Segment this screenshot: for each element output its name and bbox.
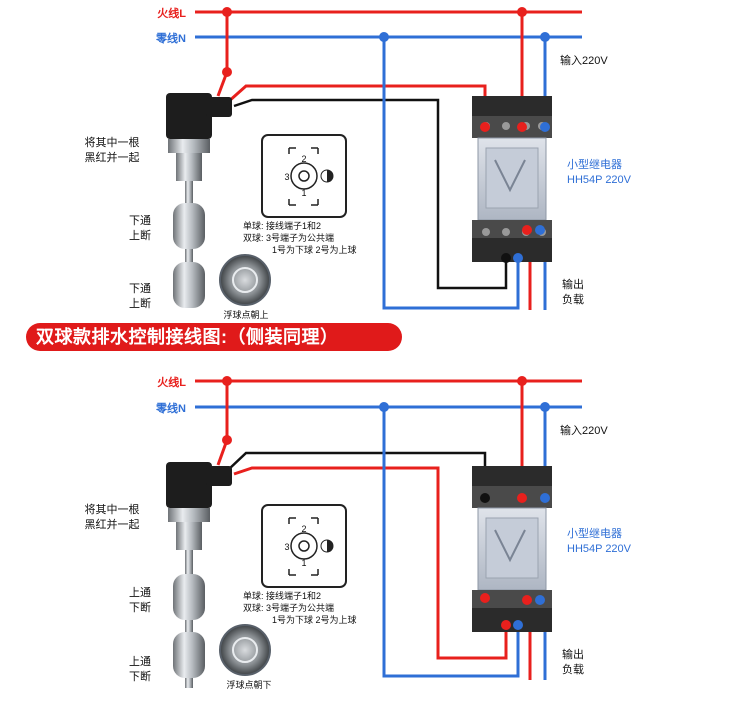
junction-dot bbox=[379, 402, 389, 412]
junction-dot bbox=[540, 32, 550, 42]
float2-label-1: 上通 bbox=[129, 655, 151, 668]
join-note-1: 将其中一根 bbox=[85, 135, 140, 149]
relay-input-label: 输入220V bbox=[560, 53, 608, 67]
pin-2-label: 2 bbox=[301, 154, 306, 164]
relay bbox=[472, 466, 552, 632]
connector-note-2: 双球: 3号端子为公共端 bbox=[243, 232, 334, 243]
junction-dot bbox=[517, 376, 527, 386]
float2-label-2: 下断 bbox=[129, 669, 151, 683]
sensor-red-to-relay bbox=[227, 84, 487, 127]
connector-note-3: 1号为下球 2号为上球 bbox=[272, 614, 357, 625]
float1-label-2: 下断 bbox=[129, 600, 151, 614]
connector-pinout bbox=[261, 134, 347, 218]
neutral-label: 零线N bbox=[155, 31, 186, 45]
neutral-down-wire bbox=[382, 407, 520, 678]
bottom-diagram: 火线L 零线N bbox=[85, 375, 632, 690]
connector-pinout bbox=[261, 504, 347, 588]
float-note: 浮球点朝下 bbox=[226, 679, 271, 690]
junction-dot bbox=[517, 7, 527, 17]
pin-1-label: 1 bbox=[301, 188, 306, 198]
float1-label-1: 上通 bbox=[129, 586, 151, 599]
relay-name: 小型继电器 bbox=[567, 157, 622, 171]
junction-dot bbox=[222, 435, 232, 445]
junction-dot bbox=[222, 376, 232, 386]
float2-label-1: 下通 bbox=[129, 282, 151, 295]
join-note-2: 黑红并一起 bbox=[85, 150, 140, 164]
pin-3-label: 3 bbox=[284, 542, 289, 552]
relay bbox=[472, 96, 552, 263]
top-diagram: 火线L 零线N bbox=[85, 6, 632, 320]
relay-input-label: 输入220V bbox=[560, 423, 608, 437]
neutral-down-wire bbox=[382, 37, 520, 310]
junction-dot bbox=[222, 67, 232, 77]
relay-model: HH54P 220V bbox=[567, 543, 632, 555]
connector-note-1: 单球: 接线端子1和2 bbox=[243, 220, 321, 231]
section-banner: 双球款排水控制接线图:（侧装同理） bbox=[26, 323, 402, 351]
float1-label-1: 下通 bbox=[129, 214, 151, 227]
sensor-black-wire bbox=[233, 98, 508, 290]
relay-name: 小型继电器 bbox=[567, 526, 622, 540]
sensor-red-to-relay bbox=[233, 466, 508, 660]
junction-dot bbox=[540, 402, 550, 412]
relay-load-label: 负载 bbox=[562, 662, 584, 676]
float-detail-lens bbox=[219, 254, 271, 306]
float-note: 浮球点朝上 bbox=[223, 309, 268, 320]
float-detail-lens bbox=[219, 624, 271, 676]
join-note-1: 将其中一根 bbox=[85, 502, 140, 516]
live-label: 火线L bbox=[157, 375, 186, 389]
pin-1-label: 1 bbox=[301, 558, 306, 568]
relay-output-label: 输出 bbox=[562, 277, 584, 291]
sensor-black-wire bbox=[227, 451, 487, 498]
connector-note-2: 双球: 3号端子为公共端 bbox=[243, 602, 334, 613]
float1-label-2: 上断 bbox=[129, 228, 151, 242]
sensor-red-wire bbox=[216, 12, 229, 97]
float-switch bbox=[166, 462, 232, 688]
live-label: 火线L bbox=[157, 6, 186, 20]
float2-label-2: 上断 bbox=[129, 296, 151, 310]
connector-note-1: 单球: 接线端子1和2 bbox=[243, 590, 321, 601]
relay-load-label: 负载 bbox=[562, 292, 584, 306]
relay-model: HH54P 220V bbox=[567, 174, 632, 186]
relay-output-label: 输出 bbox=[562, 647, 584, 661]
join-note-2: 黑红并一起 bbox=[85, 517, 140, 531]
sensor-red-wire bbox=[216, 381, 229, 466]
junction-dot bbox=[222, 7, 232, 17]
pin-2-label: 2 bbox=[301, 524, 306, 534]
junction-dot bbox=[379, 32, 389, 42]
connector-note-3: 1号为下球 2号为上球 bbox=[272, 244, 357, 255]
pin-3-label: 3 bbox=[284, 172, 289, 182]
float-switch bbox=[166, 93, 232, 308]
neutral-label: 零线N bbox=[155, 401, 186, 415]
